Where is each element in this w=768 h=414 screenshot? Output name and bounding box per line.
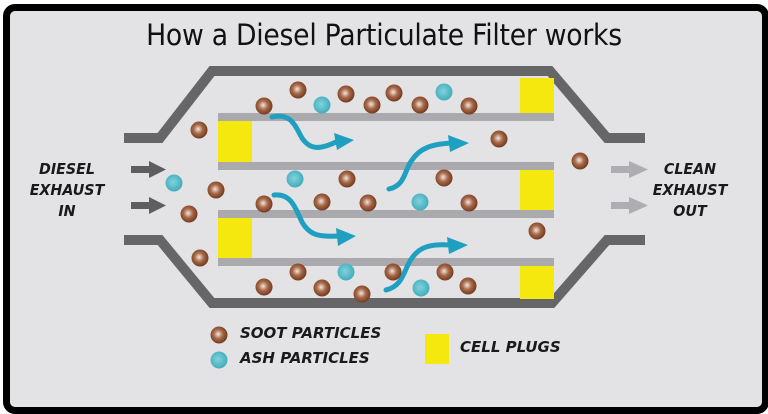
cell-plug <box>520 170 554 210</box>
flow-arrow-icon <box>269 113 354 150</box>
soot-particle <box>255 278 273 296</box>
soot-particle <box>571 152 589 170</box>
legend-soot-icon <box>210 326 228 344</box>
soot-particle <box>338 170 356 188</box>
outlet-arrow-icon <box>611 161 648 178</box>
inlet-label-line: IN <box>58 202 76 220</box>
inlet-arrow-icon <box>131 161 166 178</box>
soot-particle <box>363 96 381 114</box>
cell-plug <box>218 218 252 258</box>
soot-particle <box>353 285 371 303</box>
soot-particle <box>255 195 273 213</box>
soot-particle <box>289 81 307 99</box>
soot-particle <box>384 263 402 281</box>
inlet-label: DIESEL EXHAUST IN <box>24 159 110 222</box>
soot-particle <box>528 222 546 240</box>
inlet-label-line: DIESEL <box>39 160 95 178</box>
soot-particle <box>207 181 225 199</box>
soot-particle <box>289 263 307 281</box>
soot-particle <box>490 130 508 148</box>
ash-particle <box>165 174 183 192</box>
cell-plug <box>520 266 554 299</box>
soot-particle <box>359 194 377 212</box>
particles <box>165 81 589 303</box>
soot-particle <box>313 279 331 297</box>
cell-plug <box>520 78 554 113</box>
channel-wall <box>218 258 554 266</box>
ash-particle <box>435 83 453 101</box>
flow-arrow-icon <box>383 237 468 293</box>
flow-arrow-icon <box>271 192 356 246</box>
legend-plugs-label: CELL PLUGS <box>460 338 561 356</box>
soot-particle <box>190 121 208 139</box>
inlet-label-line: EXHAUST <box>29 181 105 199</box>
outlet-label: CLEAN EXHAUST OUT <box>643 159 738 222</box>
flow-arrow-icon <box>386 135 469 192</box>
legend-soot-label: SOOT PARTICLES <box>240 324 382 342</box>
soot-particle <box>337 85 355 103</box>
soot-particle <box>411 96 429 114</box>
soot-particle <box>436 263 454 281</box>
ash-particle <box>286 170 304 188</box>
legend-ash-label: ASH PARTICLES <box>240 349 370 367</box>
ash-particle <box>313 96 331 114</box>
ash-particle <box>412 279 430 297</box>
outlet-arrow-icon <box>611 197 648 214</box>
outlet-label-line: EXHAUST <box>652 181 728 199</box>
soot-particle <box>255 97 273 115</box>
channel-wall <box>218 162 554 170</box>
channel-wall <box>218 210 554 218</box>
ash-particle <box>337 263 355 281</box>
soot-particle <box>313 193 331 211</box>
soot-particle <box>385 84 403 102</box>
cell-plug <box>218 121 252 162</box>
ash-particle <box>411 193 429 211</box>
channel-wall <box>218 113 554 121</box>
inlet-arrow-icon <box>131 197 166 214</box>
legend-plug-icon <box>425 334 449 364</box>
soot-particle <box>460 194 478 212</box>
soot-particle <box>459 277 477 295</box>
outlet-label-line: OUT <box>673 202 707 220</box>
soot-particle <box>180 205 198 223</box>
housing-bottom <box>124 235 645 308</box>
soot-particle <box>460 97 478 115</box>
soot-particle <box>435 169 453 187</box>
diagram-title: How a Diesel Particulate Filter works <box>146 18 622 52</box>
housing-top <box>124 66 645 143</box>
legend-ash-icon <box>210 351 228 369</box>
outlet-label-line: CLEAN <box>663 160 717 178</box>
soot-particle <box>191 249 209 267</box>
